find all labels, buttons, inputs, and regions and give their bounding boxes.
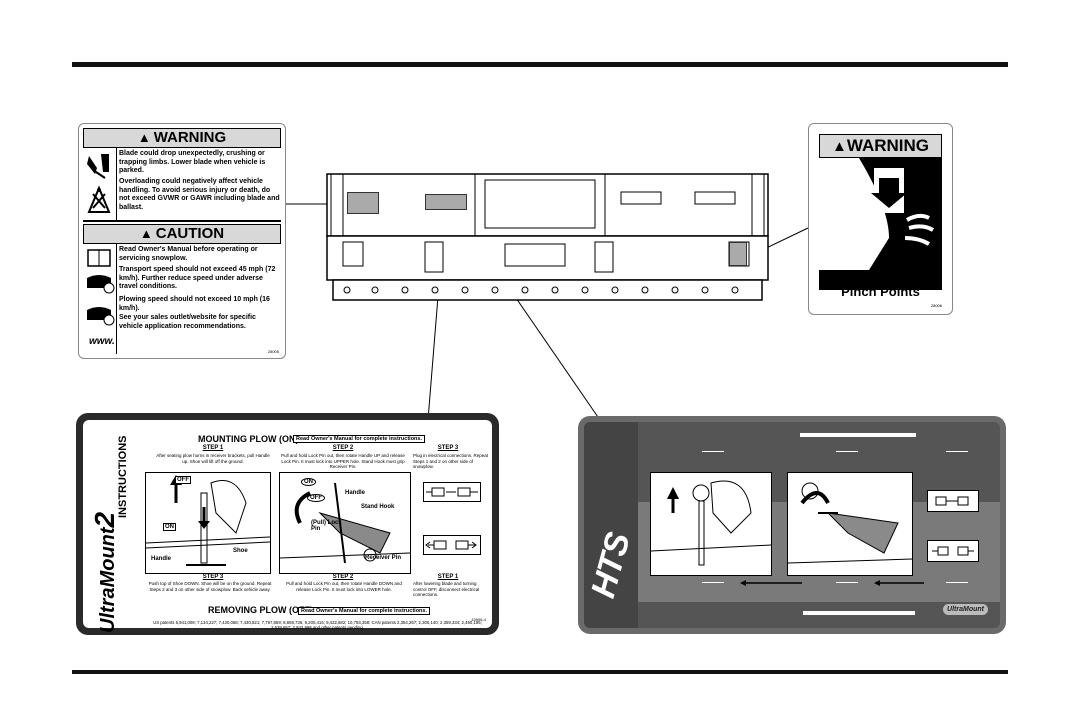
patents-text: US patents 5,941,008; 7,134,227; 7,430,0… [153,620,482,630]
remove-step-2-text: Pull and hold Lock Pin out, then rotate … [286,581,402,592]
caution-message-1: Read Owner's Manual before operating or … [119,246,258,262]
hts-step-marker [702,451,724,452]
alert-triangle-icon: ▲ [831,138,847,155]
stand-hook-label: Stand Hook [361,504,395,510]
warning-header: ▲WARNING [83,128,281,148]
right-decal-code: 28006 [930,303,942,308]
removing-title: REMOVING PLOW (OFF) [208,605,313,615]
speed-icon-10: 10 mph [89,321,103,326]
warning-message-2: Overloading could negatively affect vehi… [119,178,280,211]
hts-step-2-figure [787,472,913,576]
caution-icons [83,244,117,354]
hts-lock-diagram [787,482,913,564]
caution-message-2: Transport speed should not exceed 45 mph… [119,266,276,290]
hts-plug-disconnect-icon [927,540,979,562]
mount-step-1-text: After seating plow horns in receiver bra… [156,453,270,464]
instructions-title: INSTRUCTIONS [117,435,129,519]
remove-step-1-text: After lowering blade and turning control… [413,581,480,597]
hts-bottom-bar [803,611,915,615]
plug-disconnect-icon [423,535,481,555]
warning-caution-decal: ▲WARNING Blade could drop unexpectedly, … [78,123,286,359]
handle-label-2: Handle [345,490,366,496]
off-label: OFF [175,476,191,484]
hts-step-marker [946,582,968,583]
remove-step-3-text: Push top of Shoe DOWN. Shoe will be on t… [148,581,272,592]
plug-connect-icon [423,482,481,502]
hts-title-bar [800,433,916,437]
hts-step-marker [836,582,858,583]
step-2-figure [279,472,411,574]
read-manual-note: Read Owner's Manual for complete instruc… [293,435,425,443]
on-label-2: ON [301,478,316,486]
pinch-graphic [819,158,942,290]
ultramount-part-number: 43906-4 [471,617,486,622]
snowplow-illustration [325,172,770,304]
alert-triangle-icon: ▲ [137,130,151,145]
hts-instructions-decal: HTS [578,416,1006,634]
mount-step-3-text: Plug in electrical connections. Repeat S… [413,453,489,469]
pinch-points-decal: ▲WARNING Multiple Pinch Points 28006 [808,123,953,315]
pinch-text: Multiple Pinch Points [841,270,920,299]
decal-location-3 [729,242,747,266]
crush-hand-icon [87,154,111,213]
top-rule [72,62,1008,67]
remove-step-3-label: STEP 3 [202,574,224,580]
alert-triangle-icon: ▲ [139,226,153,241]
hts-side [584,422,638,628]
decal-location-1 [347,192,379,214]
mounting-title: MOUNTING PLOW (ON) [198,434,299,444]
hts-step-marker [702,582,724,583]
mount-step-3-label: STEP 3 [437,445,459,451]
lock-pin-label: (Pull) Lock Pin [311,520,342,532]
handle-label: Handle [151,556,172,562]
hts-step-marker [836,451,858,452]
pinch-warning-header: ▲WARNING [819,134,942,158]
mount-step-2-text: Pull and hold Lock Pin out, then rotate … [281,453,405,469]
www-icon: www. [89,336,115,347]
bottom-rule [72,670,1008,674]
hts-arrows [740,580,924,586]
remove-step-1-label: STEP 1 [437,574,459,580]
hts-step-1-figure [650,472,772,576]
caution-message-3: Plowing speed should not exceed 10 mph (… [119,296,270,312]
handle-shoe-diagram [145,475,271,566]
ultramount-logo: UltraMount2 [89,511,120,633]
lock-pin-diagram [279,482,411,564]
hts-plug-connect-icon [927,490,979,512]
off-label-2: OFF [307,494,325,502]
warning-message-1: Blade could drop unexpectedly, crushing … [119,150,266,174]
caution-message-4: See your sales outlet/website for specif… [119,314,256,330]
mount-step-2-label: STEP 2 [332,445,354,451]
receiver-pin-label: Receiver Pin [365,555,402,561]
decal-location-2 [425,194,467,210]
on-label: ON [163,523,176,531]
warning-icons [83,148,117,220]
ultramount-instructions-decal: UltraMount2 INSTRUCTIONS MOUNTING PLOW (… [76,413,499,635]
read-manual-note-2: Read Owner's Manual for complete instruc… [298,607,430,615]
pinch-hand-icon [819,158,935,270]
caution-icon-set [87,249,115,326]
speed-icon-45: 45 mph [89,289,103,294]
caution-header: ▲CAUTION [83,224,281,244]
hts-maker-logo: UltraMount [943,604,988,615]
left-decal-code: 28005 [267,349,279,354]
remove-step-2-label: STEP 2 [332,574,354,580]
decal-divider [83,220,281,222]
mount-step-1-label: STEP 1 [202,445,224,451]
hts-step-marker [946,451,968,452]
hts-handle-diagram [650,480,772,566]
ultramount-side-title: UltraMount2 INSTRUCTIONS [87,428,129,634]
shoe-label: Shoe [233,548,248,554]
plow-outline [326,173,769,301]
